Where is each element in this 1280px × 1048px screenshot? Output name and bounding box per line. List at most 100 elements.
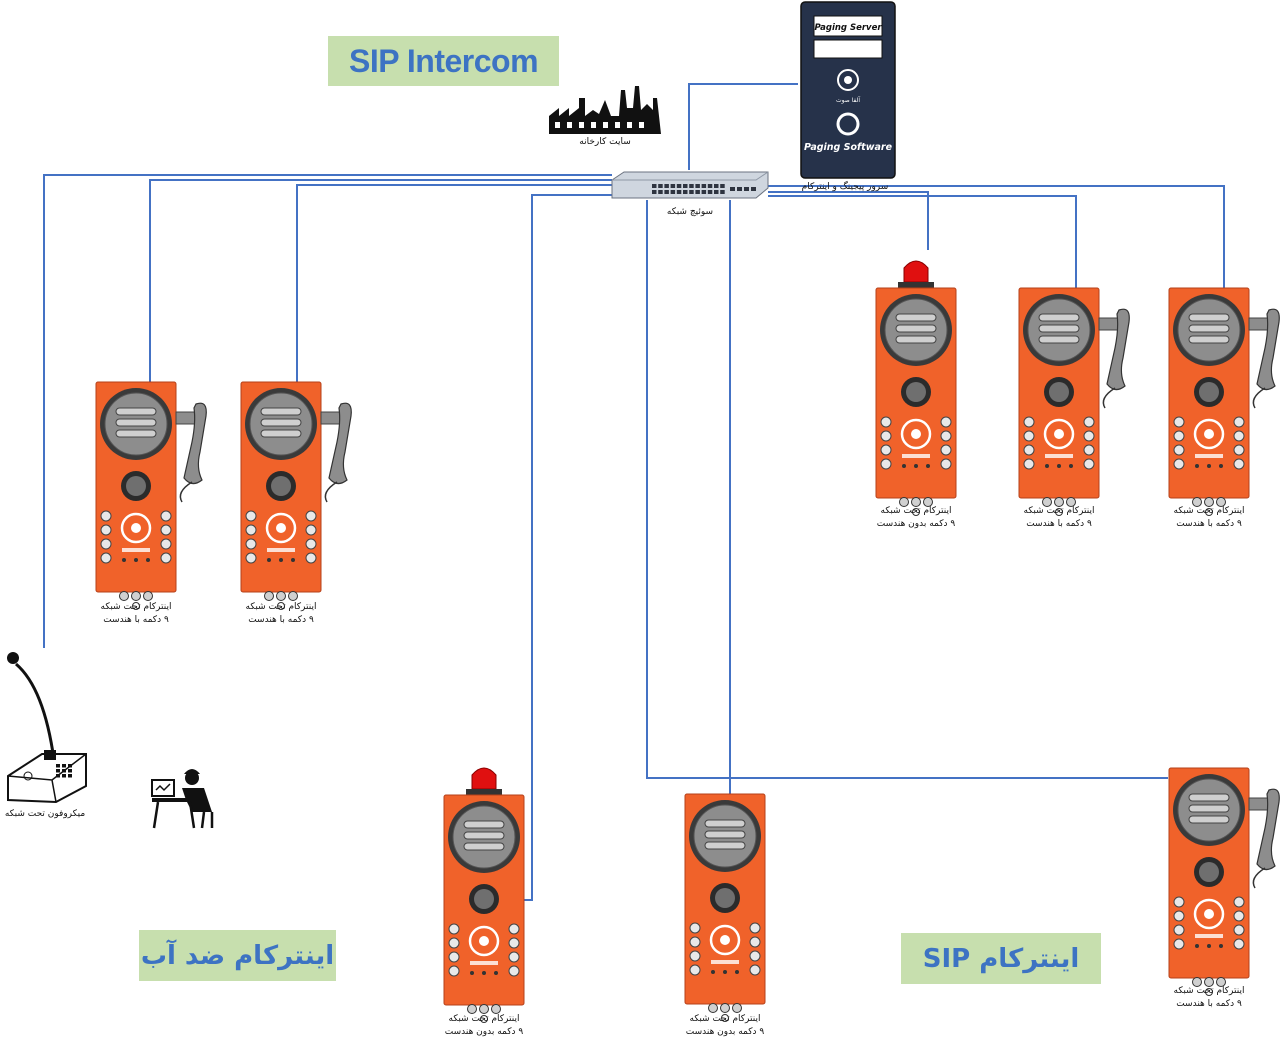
cable-gland xyxy=(1192,977,1202,987)
status-led xyxy=(735,970,739,974)
switch-port xyxy=(701,190,707,194)
speed-dial-button xyxy=(1023,444,1035,456)
speed-dial-button xyxy=(1023,430,1035,442)
keypad-key xyxy=(68,769,72,773)
cable-gland xyxy=(720,1003,730,1013)
network-link xyxy=(688,83,798,170)
switch-port xyxy=(664,184,669,188)
desk-top xyxy=(152,798,196,802)
switch-port xyxy=(683,190,688,194)
switch-port xyxy=(695,190,700,194)
speaker-slot xyxy=(895,324,937,333)
network-microphone xyxy=(7,652,87,804)
speed-dial-button xyxy=(880,458,892,470)
speed-dial-button xyxy=(689,936,701,948)
speed-dial-button xyxy=(1233,416,1245,428)
switch-port xyxy=(720,190,725,194)
cable-gland xyxy=(480,1015,488,1023)
speed-dial-button xyxy=(880,444,892,456)
speaker-slot xyxy=(115,418,157,427)
speaker-slot xyxy=(1038,335,1080,344)
station-label-line1: اینترکام تحت شبکه xyxy=(880,506,952,516)
speed-dial-button xyxy=(305,510,317,522)
status-led xyxy=(1057,464,1061,468)
speaker-slot xyxy=(260,407,302,416)
factory-label: سایت کارخانه xyxy=(579,137,631,147)
factory-window xyxy=(627,122,632,128)
speed-dial-button xyxy=(508,937,520,949)
switch-top-edge xyxy=(612,171,769,181)
brand-logo-icon xyxy=(265,512,297,544)
speed-dial-button xyxy=(940,444,952,456)
speaker-slot xyxy=(1188,335,1230,344)
brand-text-mark xyxy=(1195,454,1223,458)
handset-cord xyxy=(1102,387,1116,409)
switch-port xyxy=(652,190,657,194)
cable-gland xyxy=(1205,988,1213,996)
speed-dial-button xyxy=(160,538,172,550)
factory-window xyxy=(567,122,572,128)
factory-silhouette xyxy=(549,86,661,134)
speaker-slot xyxy=(1188,815,1230,824)
server-bottom-label: Paging Software xyxy=(804,142,893,153)
speed-dial-button xyxy=(448,937,460,949)
station-label-line1: اینترکام تحت شبکه xyxy=(100,602,172,612)
cable-gland xyxy=(1204,497,1214,507)
speed-dial-button xyxy=(508,951,520,963)
cable-gland xyxy=(1216,497,1226,507)
status-led xyxy=(1207,464,1211,468)
station-label-line2: ۹ دکمه با هندست xyxy=(248,615,314,625)
beacon-light-icon xyxy=(471,767,497,790)
intercom-station xyxy=(240,381,352,610)
server-logo-core xyxy=(844,76,852,84)
status-led xyxy=(1195,464,1199,468)
keypad-key xyxy=(56,764,60,768)
speaker-slot xyxy=(115,407,157,416)
speaker-slot xyxy=(115,429,157,438)
station-label-line1: اینترکام تحت شبکه xyxy=(448,1014,520,1024)
station-label-line2: ۹ دکمه با هندست xyxy=(1176,999,1242,1009)
operator-head xyxy=(185,771,199,785)
handset-icon xyxy=(183,402,207,485)
beacon-light-icon xyxy=(903,260,929,283)
brand-logo-core xyxy=(911,429,921,439)
operator-icon xyxy=(151,769,214,829)
speed-dial-button xyxy=(448,951,460,963)
cable-gland xyxy=(132,602,140,610)
cable-gland xyxy=(143,591,153,601)
switch-port xyxy=(658,184,663,188)
brand-text-mark xyxy=(267,548,295,552)
cable-gland xyxy=(1205,508,1213,516)
station-label-line2: ۹ دکمه با هندست xyxy=(1026,519,1092,529)
speed-dial-button xyxy=(100,552,112,564)
cable-gland xyxy=(1192,497,1202,507)
speaker-slot xyxy=(260,429,302,438)
speed-dial-button xyxy=(1233,924,1245,936)
network-link xyxy=(149,179,612,390)
cable-gland xyxy=(131,591,141,601)
station-label-line1: اینترکام تحت شبکه xyxy=(1173,506,1245,516)
beacon-base xyxy=(898,282,934,288)
cable-gland xyxy=(923,497,933,507)
speed-dial-button xyxy=(448,923,460,935)
speed-dial-button xyxy=(305,524,317,536)
intercom-station xyxy=(443,767,525,1023)
microphone-head-icon xyxy=(7,652,19,664)
keypad-key xyxy=(68,774,72,778)
speed-dial-button xyxy=(689,922,701,934)
mic-grille-inner xyxy=(271,476,291,496)
speed-dial-button xyxy=(1233,910,1245,922)
intercom-station xyxy=(1168,287,1280,516)
microphone-mount xyxy=(44,750,56,760)
cable-gland xyxy=(491,1004,501,1014)
handset-icon xyxy=(328,402,352,485)
server-caption: سرور پیجینگ و اینترکام xyxy=(801,182,889,192)
sip-intercom-banner: اینترکام SIP xyxy=(901,933,1101,984)
brand-text-mark xyxy=(1195,934,1223,938)
brand-logo-icon xyxy=(468,925,500,957)
